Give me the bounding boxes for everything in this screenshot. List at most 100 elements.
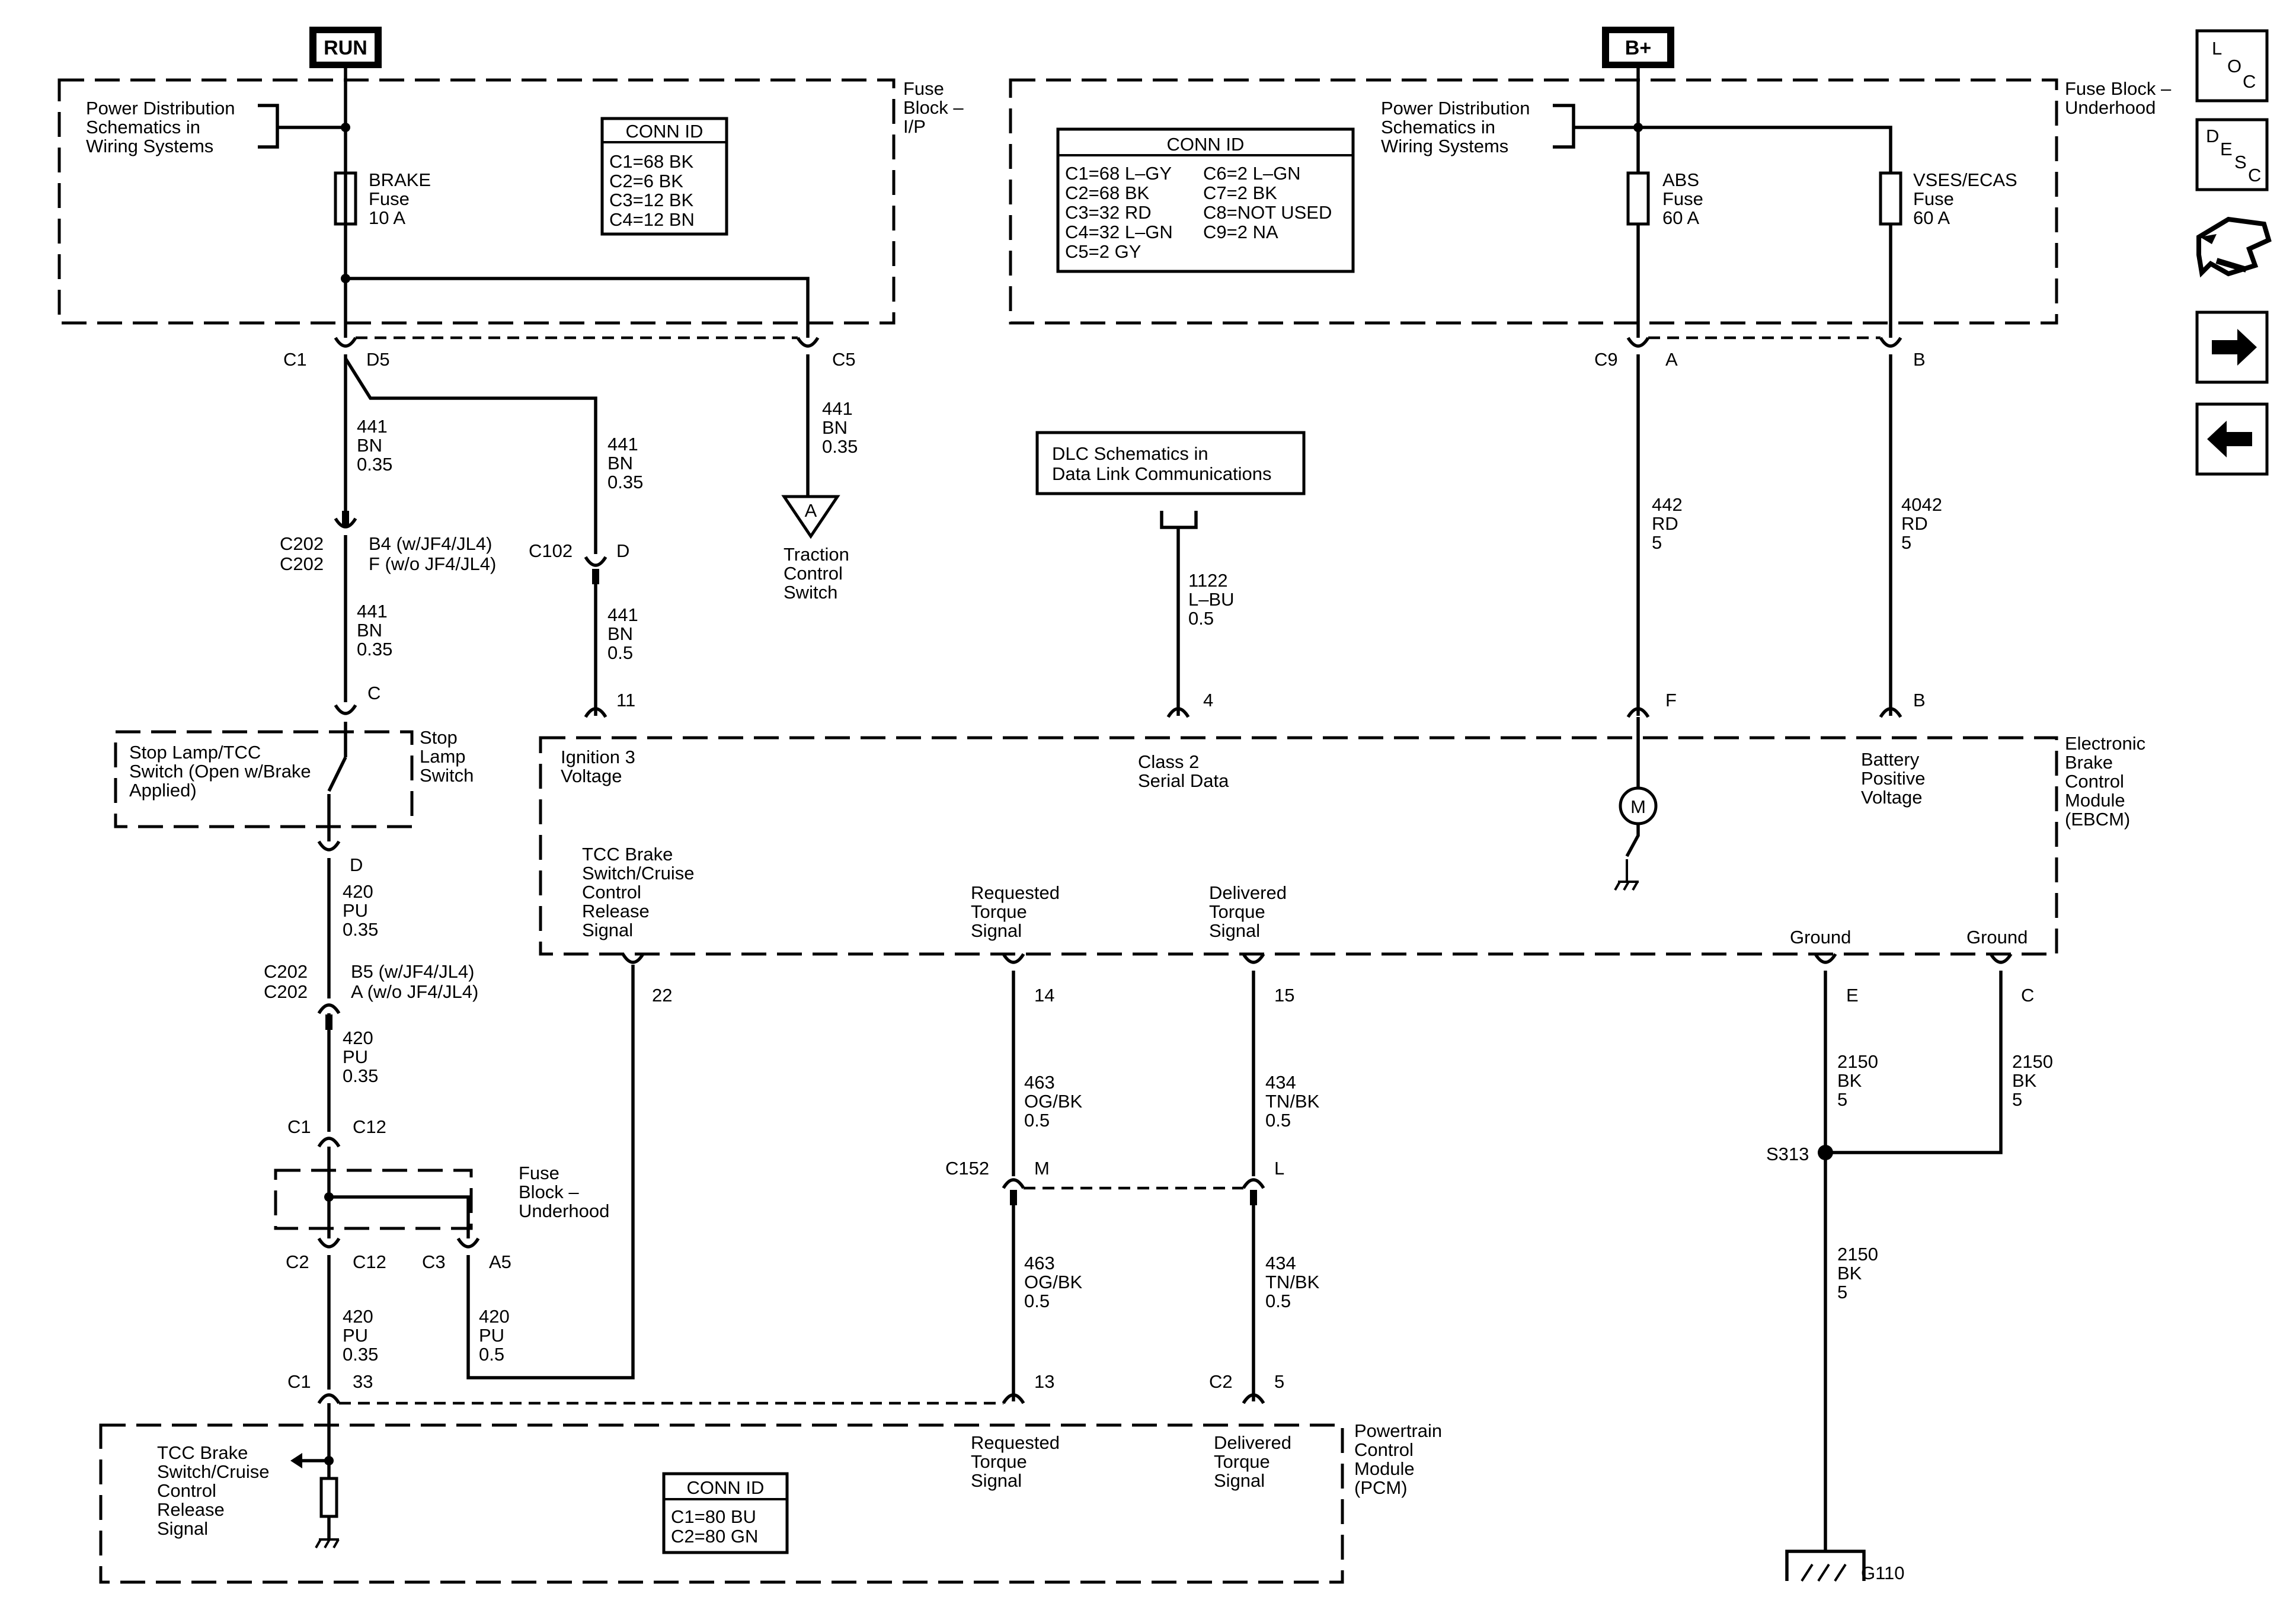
svg-text:BRAKE: BRAKE [369, 169, 431, 190]
svg-text:(EBCM): (EBCM) [2065, 809, 2130, 830]
svg-text:Control: Control [582, 882, 641, 902]
vses-fuse-label: VSES/ECAS Fuse 60 A [1913, 169, 2017, 228]
traction-offpage-letter: A [805, 500, 817, 521]
svg-text:Traction: Traction [784, 544, 849, 565]
c102-label: C102 [529, 540, 573, 561]
svg-text:434: 434 [1265, 1253, 1296, 1273]
c1-upper-label: C1 [287, 1116, 311, 1137]
svg-text:TCC Brake: TCC Brake [157, 1442, 248, 1463]
b4-label: B4 (w/JF4/JL4) [369, 533, 492, 554]
pin-11-label: 11 [616, 690, 635, 710]
wire-420-label-c: 420 PU 0.35 [343, 1306, 378, 1365]
pin-15-connector [1242, 953, 1265, 964]
svg-text:Signal: Signal [582, 920, 633, 940]
pds-ip-text: Power Distribution Schematics in Wiring … [86, 98, 235, 156]
pin-5-connector [1242, 1393, 1265, 1404]
back-arrow-icon[interactable] [2195, 402, 2269, 476]
motor-ground-icon [1614, 859, 1639, 891]
hand-tool-icon[interactable] [2196, 216, 2272, 278]
switch-d-connector [317, 840, 341, 852]
pin-14-connector [1002, 953, 1025, 964]
svg-text:E: E [2220, 139, 2233, 159]
pcm-label: Powertrain Control Module (PCM) [1354, 1420, 1442, 1498]
wire-2150-label-c: 2150 BK 5 [1837, 1244, 1878, 1302]
svg-text:Requested: Requested [971, 1432, 1060, 1453]
motor-ground-wire [1625, 824, 1640, 857]
svg-text:Module: Module [2065, 790, 2125, 811]
pin-33-connector [317, 1393, 341, 1404]
svg-text:0.5: 0.5 [1024, 1291, 1050, 1311]
svg-text:BN: BN [822, 417, 848, 438]
svg-text:Signal: Signal [157, 1518, 208, 1539]
dlc-box: DLC Schematics in Data Link Communicatio… [1035, 431, 1306, 495]
svg-text:1122: 1122 [1188, 570, 1228, 591]
svg-text:C4=12 BN: C4=12 BN [609, 209, 695, 230]
svg-text:0.5: 0.5 [1188, 608, 1214, 629]
a5-label: A5 [489, 1251, 511, 1272]
svg-text:Underhood: Underhood [519, 1201, 609, 1221]
svg-text:CONN ID: CONN ID [626, 121, 703, 142]
svg-text:(PCM): (PCM) [1354, 1477, 1408, 1498]
c9-b-connector [1879, 337, 1902, 348]
desc-icon[interactable]: D E S C [2195, 118, 2269, 191]
c152-m-label: M [1034, 1158, 1050, 1179]
pds-underhood-text: Power Distribution Schematics in Wiring … [1381, 98, 1530, 156]
fuse-block-underhood-label: Fuse Block – Underhood [2065, 78, 2172, 118]
bplus-tag: B+ [1602, 27, 1674, 68]
dlc-bracket [1160, 511, 1198, 529]
pcm-outline [99, 1423, 1344, 1584]
svg-text:C9=2 NA: C9=2 NA [1203, 222, 1278, 242]
svg-text:0.35: 0.35 [343, 1344, 378, 1365]
svg-text:Fuse: Fuse [369, 188, 410, 209]
svg-text:BK: BK [1837, 1070, 1862, 1091]
wire-4042-label: 4042 RD 5 [1901, 494, 1942, 553]
c202-upper-pin [342, 511, 349, 526]
svg-text:0.35: 0.35 [357, 454, 392, 475]
svg-text:Switch (Open w/Brake: Switch (Open w/Brake [129, 761, 311, 782]
c202-upper-connector [334, 517, 357, 529]
pin-5-label: 5 [1274, 1371, 1284, 1392]
svg-text:TCC Brake: TCC Brake [582, 844, 673, 865]
svg-text:BN: BN [607, 453, 633, 473]
svg-text:BK: BK [1837, 1263, 1862, 1283]
svg-text:Signal: Signal [971, 920, 1022, 941]
wire-2150-label-b: 2150 BK 5 [2012, 1051, 2053, 1110]
pin-14-label: 14 [1034, 985, 1054, 1006]
brake-fuse-label: BRAKE Fuse 10 A [369, 169, 431, 228]
c9-label: C9 [1594, 349, 1618, 370]
svg-text:Control: Control [2065, 771, 2124, 792]
svg-text:CONN ID: CONN ID [687, 1477, 765, 1498]
pin-15-label: 15 [1274, 985, 1294, 1006]
wire-441-label-b: 441 BN 0.35 [607, 434, 643, 492]
stoplamp-switch-inner-label: Stop Lamp/TCC Switch (Open w/Brake Appli… [129, 742, 311, 801]
svg-text:C1=68 L–GY: C1=68 L–GY [1065, 163, 1172, 184]
wire-2150-label-a: 2150 BK 5 [1837, 1051, 1878, 1110]
wire-434-label-a: 434 TN/BK 0.5 [1265, 1072, 1320, 1131]
abs-fuse-symbol [1626, 171, 1650, 226]
svg-text:2150: 2150 [1837, 1051, 1878, 1072]
g110-hatch [1801, 1563, 1847, 1582]
c152-l-pin [1250, 1190, 1257, 1205]
svg-text:441: 441 [822, 398, 853, 419]
svg-text:Class 2: Class 2 [1138, 751, 1199, 772]
switch-blade [327, 756, 347, 792]
loc-icon[interactable]: L O C [2195, 29, 2269, 103]
c152-m-connector [1002, 1178, 1025, 1189]
pin-f-label: F [1665, 690, 1677, 710]
pcm-arrow-head [290, 1453, 302, 1468]
pin-e-label: E [1846, 985, 1859, 1006]
fuse-block-underhood-small-label: Fuse Block – Underhood [519, 1163, 609, 1221]
next-arrow-icon[interactable] [2195, 311, 2269, 384]
switch-d-label: D [350, 854, 363, 875]
svg-text:Control: Control [784, 563, 843, 584]
pin-f-connector [1626, 707, 1650, 718]
svg-text:Torque: Torque [1214, 1451, 1270, 1472]
vses-fuse-symbol [1879, 171, 1902, 226]
wire-1122-label: 1122 L–BU 0.5 [1188, 570, 1235, 629]
c2-pcm-label: C2 [1209, 1371, 1233, 1392]
pin-4-label: 4 [1203, 690, 1213, 710]
svg-text:C5=2 GY: C5=2 GY [1065, 241, 1141, 262]
svg-text:L–BU: L–BU [1188, 589, 1235, 610]
ebcm-ground-label-1: Ground [1790, 927, 1851, 948]
